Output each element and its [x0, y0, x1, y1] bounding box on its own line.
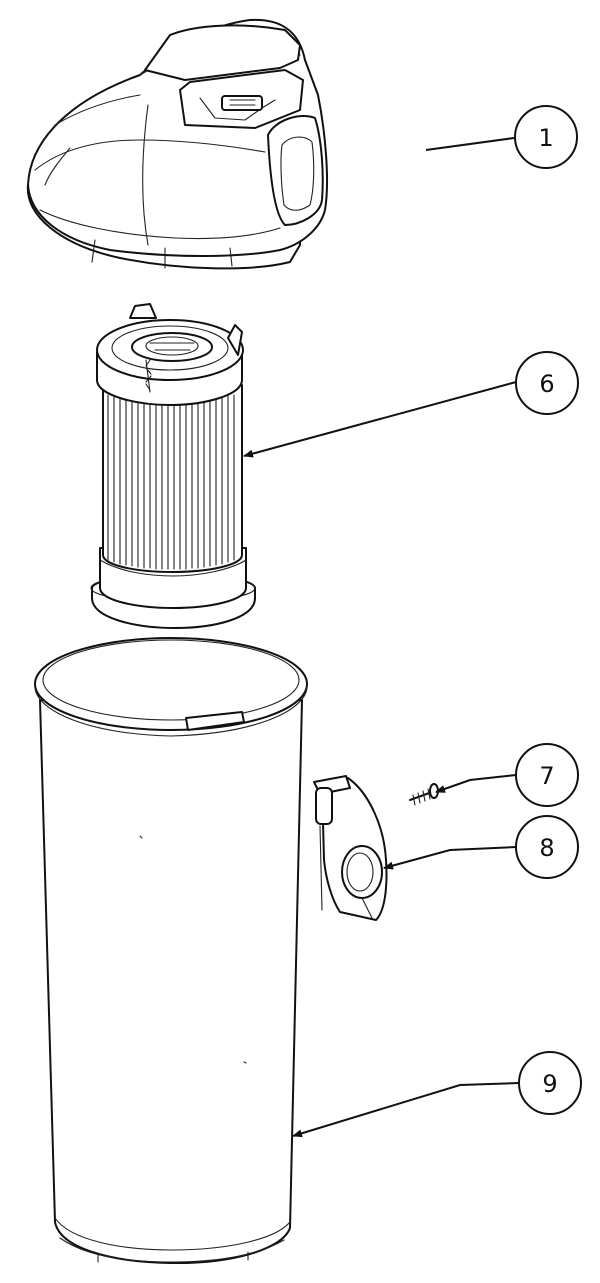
- callout-6: 6: [243, 351, 579, 458]
- callout-label-7: 7: [539, 762, 554, 790]
- callout-8: 8: [383, 815, 579, 879]
- latch-bracket-part: [313, 775, 388, 921]
- dust-cup-part: [34, 637, 308, 1265]
- callout-label-6: 6: [539, 370, 554, 398]
- callout-label-8: 8: [539, 834, 554, 862]
- callout-7: 7: [435, 743, 579, 807]
- callout-label-1: 1: [538, 124, 553, 152]
- callout-9: 9: [292, 1051, 582, 1138]
- callout-1: 1: [425, 105, 578, 169]
- callout-label-9: 9: [542, 1070, 557, 1098]
- filter-pleats: [107, 394, 235, 570]
- screw-part: [409, 783, 439, 806]
- lid-part: [26, 18, 329, 270]
- filter-part: [90, 303, 256, 629]
